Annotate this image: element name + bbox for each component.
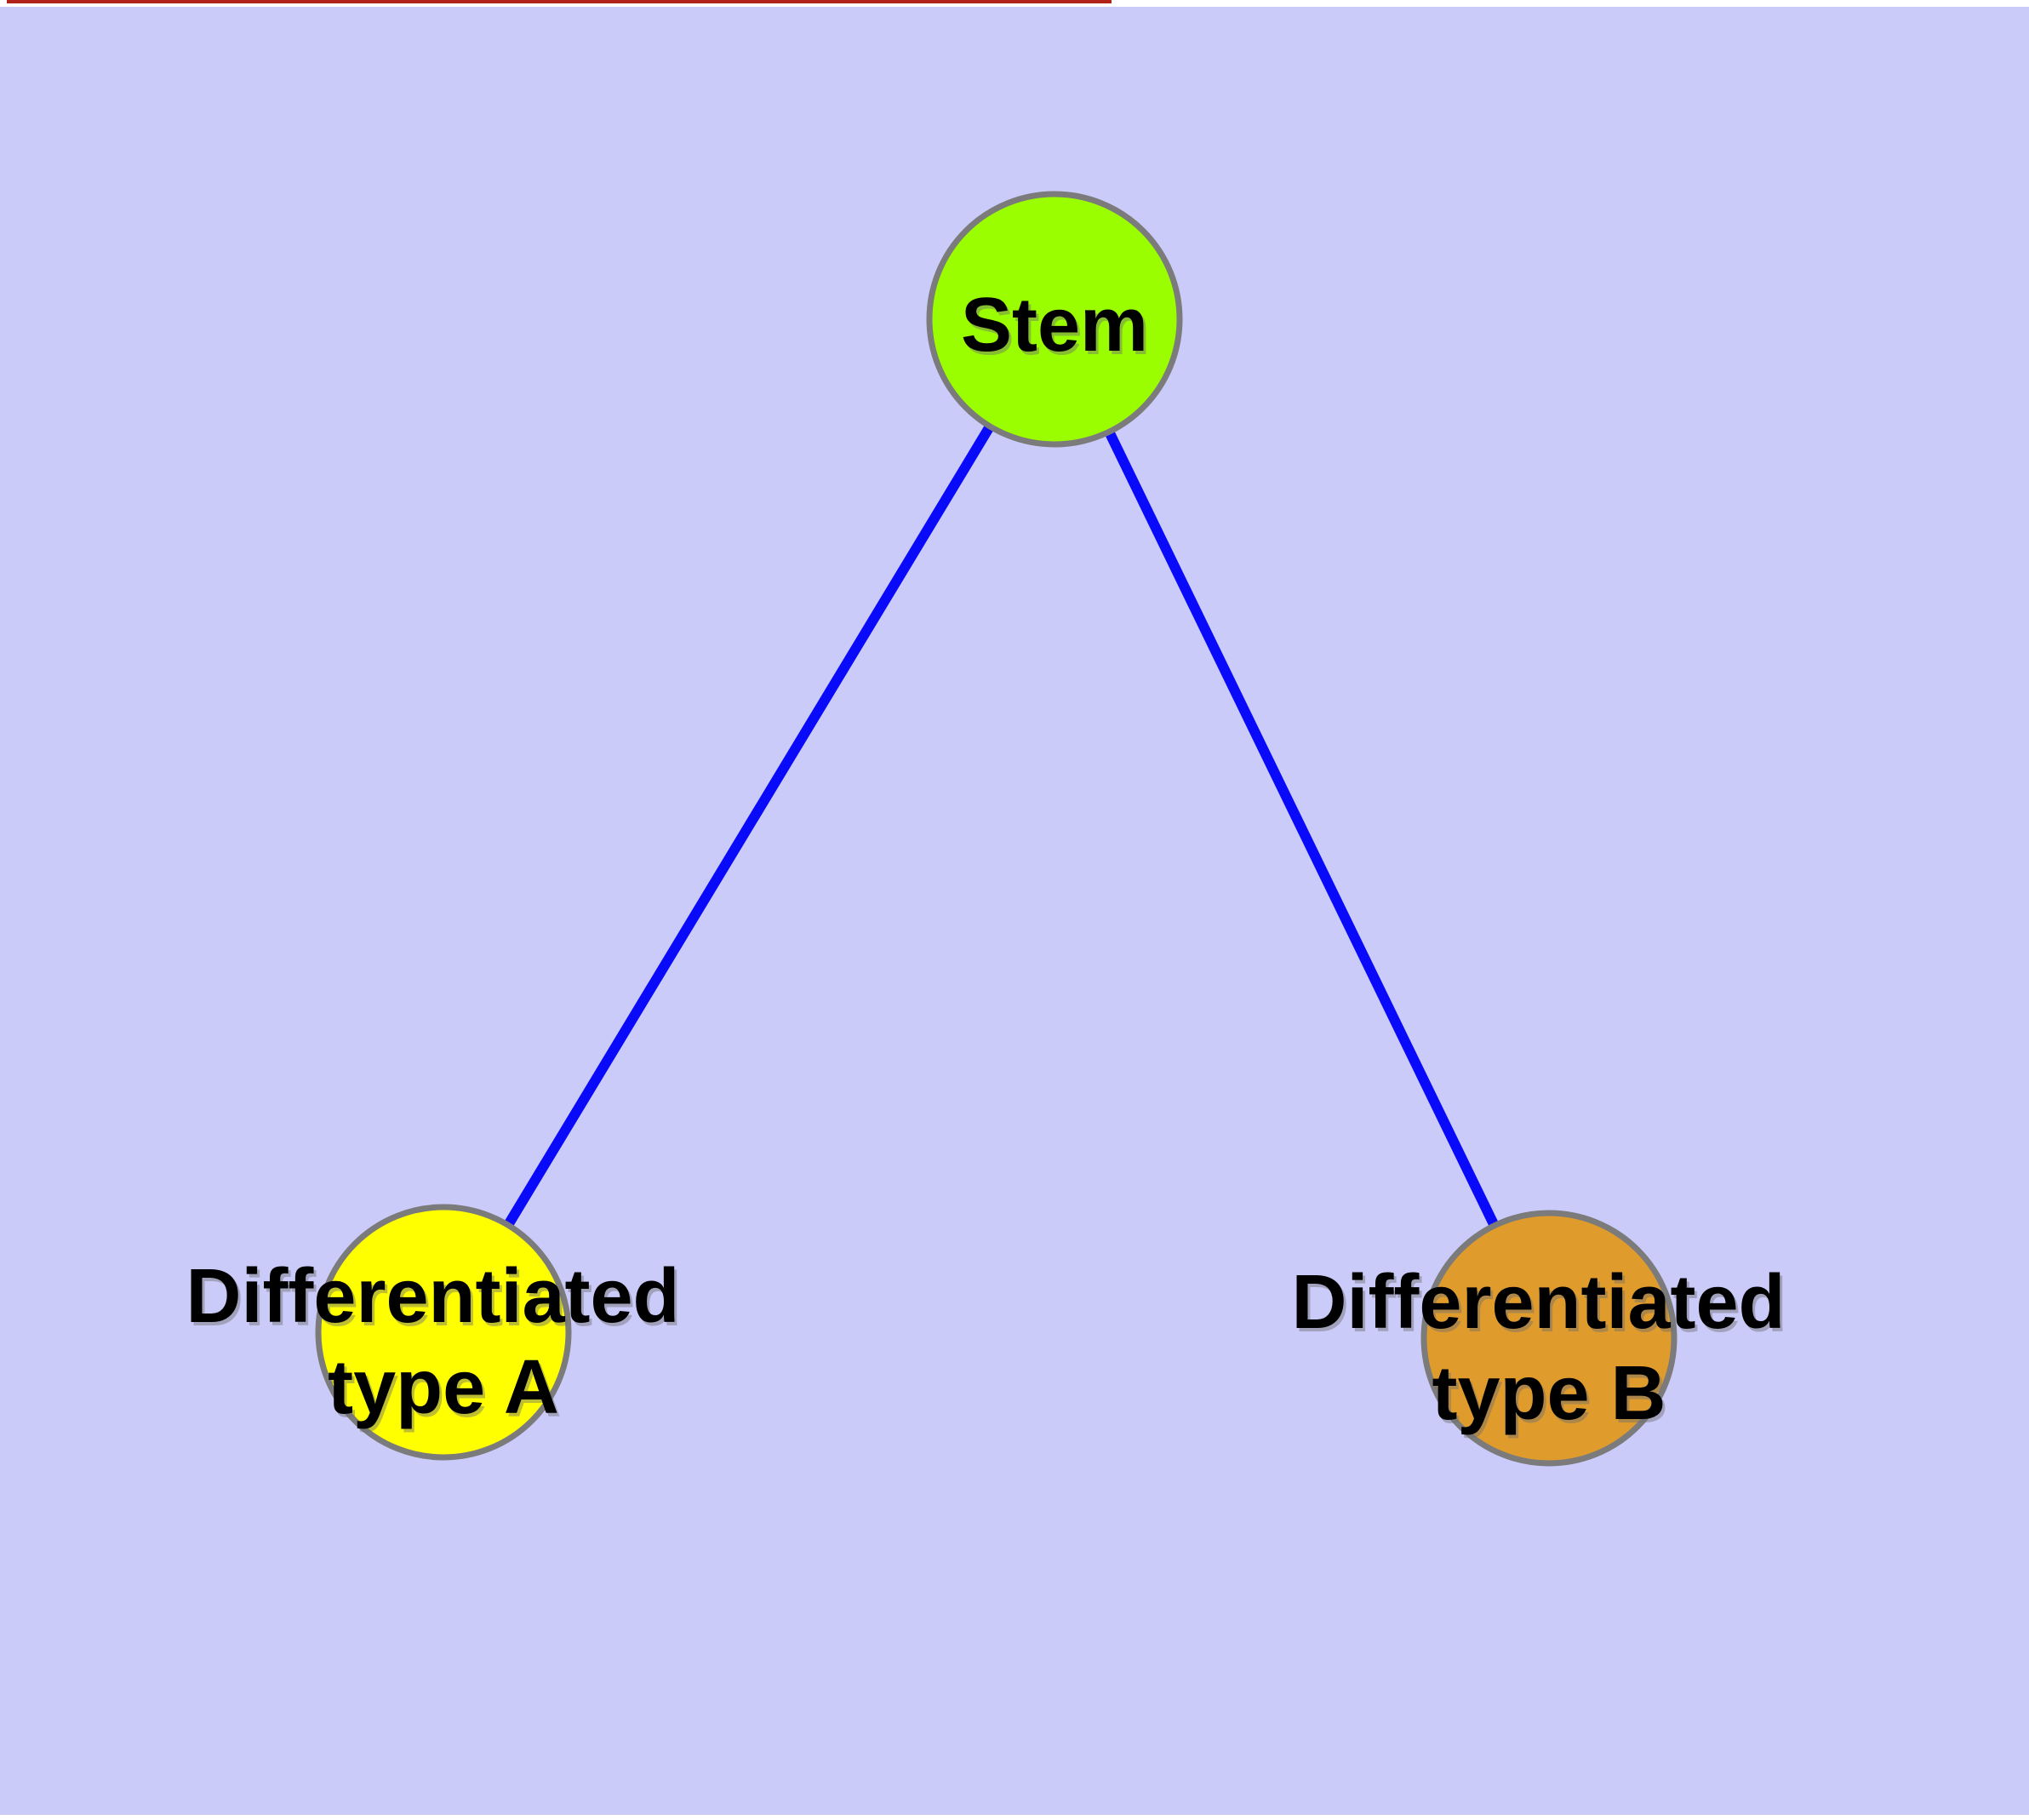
edge-stem-to-type-b bbox=[1049, 317, 1554, 1341]
edge-stem-to-type-a bbox=[438, 316, 1060, 1336]
node-label-differentiated-type-a: Differentiated type A bbox=[186, 1254, 700, 1430]
nodes bbox=[315, 191, 1677, 1467]
node-differentiated-type-b[interactable] bbox=[1420, 1210, 1677, 1467]
top-accent-line bbox=[7, 0, 1112, 3]
label-line: type B bbox=[1432, 1351, 1666, 1436]
node-stem[interactable] bbox=[926, 191, 1183, 448]
edges bbox=[438, 316, 1554, 1341]
node-labels: Stem Differentiated type A Differentiate… bbox=[186, 283, 1806, 1436]
node-label-stem: Stem bbox=[961, 283, 1148, 368]
label-line: Differentiated bbox=[1291, 1260, 1785, 1345]
node-differentiated-type-a[interactable] bbox=[315, 1204, 572, 1461]
label-line: Differentiated bbox=[186, 1254, 679, 1339]
node-label-differentiated-type-b: Differentiated type B bbox=[1291, 1260, 1806, 1436]
label-line: type A bbox=[328, 1345, 559, 1430]
